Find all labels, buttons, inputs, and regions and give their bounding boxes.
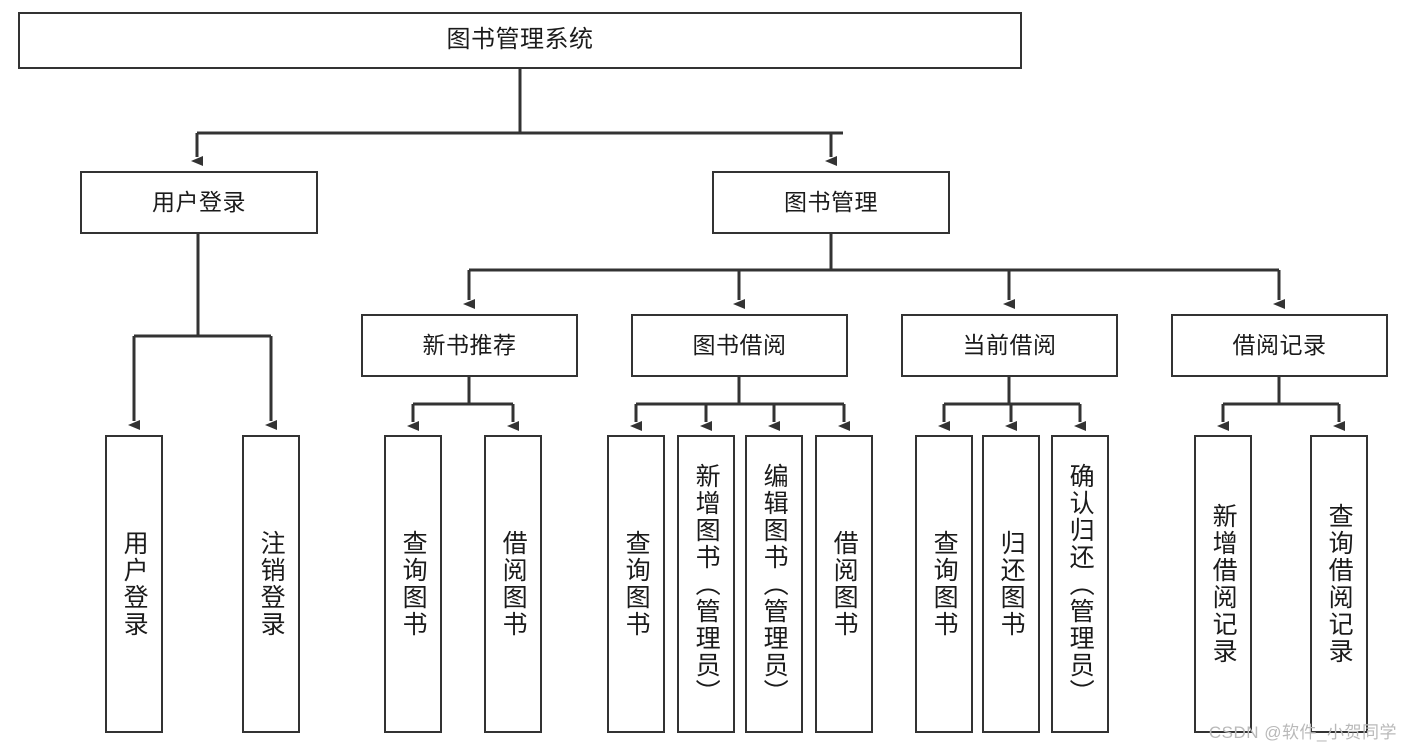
leaf-add-borrow-record[interactable]: 新增借阅记录 [1194,435,1252,733]
leaf-borrow-book-2[interactable]: 借阅图书 [815,435,873,733]
leaf-query-book-3[interactable]: 查询图书 [915,435,973,733]
node-label: 图书管理系统 [446,26,594,54]
node-label: 借阅记录 [1232,331,1327,358]
leaf-add-book-admin[interactable]: 新增图书（管理员） [677,435,735,733]
node-label: 图书管理 [784,188,878,215]
node-borrow-record[interactable]: 借阅记录 [1171,314,1388,377]
node-label: 新增借阅记录 [1209,503,1238,665]
node-label: 用户登录 [152,188,246,215]
node-label: 归还图书 [997,530,1026,638]
node-label: 借阅图书 [499,530,528,638]
node-label: 借阅图书 [830,530,859,638]
leaf-query-borrow-record[interactable]: 查询借阅记录 [1310,435,1368,733]
node-label: 查询图书 [622,530,651,638]
node-label: 编辑图书（管理员） [760,462,789,706]
node-book-management[interactable]: 图书管理 [712,171,950,234]
node-label: 确认归还（管理员） [1066,462,1095,706]
node-label: 用户登录 [120,530,149,638]
node-label: 注销登录 [257,530,286,638]
leaf-user-login[interactable]: 用户登录 [105,435,163,733]
leaf-query-book-1[interactable]: 查询图书 [384,435,442,733]
node-current-borrowing[interactable]: 当前借阅 [901,314,1118,377]
node-book-borrowing[interactable]: 图书借阅 [631,314,848,377]
node-label: 查询图书 [930,530,959,638]
leaf-borrow-book-1[interactable]: 借阅图书 [484,435,542,733]
node-root-system[interactable]: 图书管理系统 [18,12,1022,69]
node-label: 当前借阅 [962,331,1057,358]
node-label: 查询图书 [399,530,428,638]
node-new-book-recommendation[interactable]: 新书推荐 [361,314,578,377]
leaf-edit-book-admin[interactable]: 编辑图书（管理员） [745,435,803,733]
leaf-confirm-return-admin[interactable]: 确认归还（管理员） [1051,435,1109,733]
leaf-query-book-2[interactable]: 查询图书 [607,435,665,733]
node-label: 新书推荐 [422,331,517,358]
node-label: 新增图书（管理员） [692,462,721,706]
node-label: 图书借阅 [692,331,787,358]
csdn-watermark: CSDN @软件_小贺同学 [1208,723,1397,742]
node-label: 查询借阅记录 [1325,503,1354,665]
leaf-return-book[interactable]: 归还图书 [982,435,1040,733]
leaf-logout[interactable]: 注销登录 [242,435,300,733]
node-user-login[interactable]: 用户登录 [80,171,318,234]
